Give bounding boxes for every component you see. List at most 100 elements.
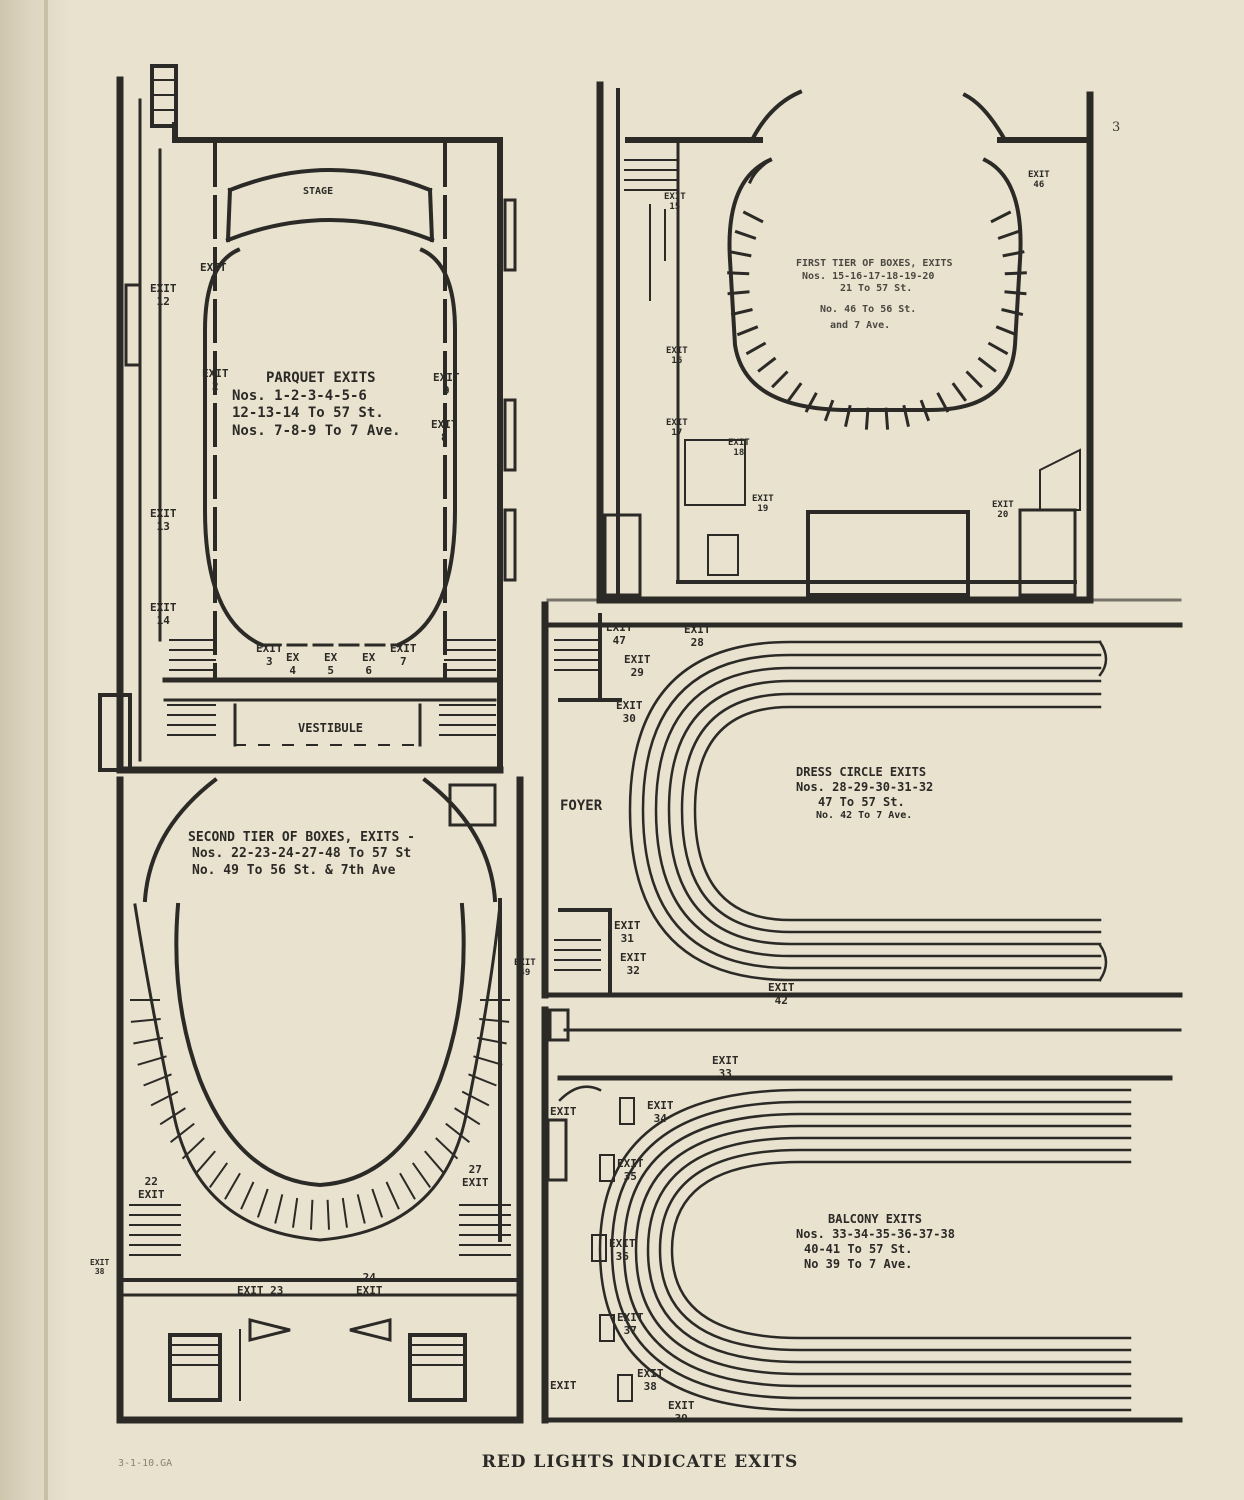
balcony-title: BALCONY EXITS <box>828 1212 922 1226</box>
box-partition <box>454 1107 481 1126</box>
balcony-line: 40-41 To 57 St. <box>804 1242 913 1256</box>
box-partition <box>1004 290 1027 296</box>
archive-mark: 3-1-10.GA <box>118 1458 173 1469</box>
dress-circle-line: Nos. 28-29-30-31-32 <box>796 780 934 794</box>
first-tier-legend: FIRST TIER OF BOXES, EXITS Nos. 15-16-17… <box>796 258 953 333</box>
box-partition <box>823 399 835 422</box>
exit-marker: EXIT <box>550 1105 577 1118</box>
foyer-label: FOYER <box>560 798 603 814</box>
box-partition <box>473 1055 503 1066</box>
box-partition <box>194 1150 216 1175</box>
parquet-line: Nos. 7-8-9 To 7 Ave. <box>232 422 401 439</box>
box-partition <box>951 382 968 402</box>
box-partition <box>356 1194 366 1224</box>
box-partition <box>468 1073 497 1087</box>
box-partition <box>169 1122 195 1143</box>
box-partition <box>479 1018 510 1023</box>
page-number: 3 <box>1112 120 1121 135</box>
box-partition <box>240 1181 255 1210</box>
second-tier-line: No. 49 To 56 St. & 7th Ave <box>192 862 396 878</box>
dress-circle-legend: DRESS CIRCLE EXITS Nos. 28-29-30-31-32 4… <box>796 765 933 823</box>
box-partition <box>729 250 752 258</box>
box-partition <box>256 1188 269 1218</box>
dress-circle-line: No. 42 To 7 Ave. <box>816 810 913 821</box>
box-partition <box>804 392 818 413</box>
box-partition <box>399 1172 416 1200</box>
box-partition <box>130 1018 161 1023</box>
second-tier-plan <box>116 776 524 1424</box>
box-partition <box>292 1197 299 1228</box>
exits-caption: RED LIGHTS INDICATE EXITS <box>481 1452 799 1472</box>
box-partition <box>326 1199 330 1230</box>
dress-circle-line: 47 To 57 St. <box>818 795 905 809</box>
dress-circle-title: DRESS CIRCLE EXITS <box>796 765 927 779</box>
box-partition <box>745 341 767 356</box>
box-partition <box>181 1137 205 1160</box>
box-partition <box>137 1055 167 1066</box>
box-partition <box>143 1073 172 1087</box>
parquet-line: Nos. 1-2-3-4-5-6 <box>232 387 367 404</box>
box-partition <box>411 1162 432 1188</box>
box-partition <box>742 210 764 224</box>
box-partition <box>734 229 757 240</box>
page-gutter <box>0 0 70 1500</box>
exit-marker: EXIT <box>550 1379 577 1392</box>
box-partition <box>310 1199 314 1230</box>
box-partition <box>844 404 852 428</box>
box-partition <box>977 356 997 373</box>
box-partition <box>987 341 1009 356</box>
first-tier-line: 21 To 57 St. <box>840 283 913 294</box>
second-tier-box-partitions <box>130 999 510 1230</box>
box-partition <box>435 1137 459 1160</box>
first-tier-plan <box>596 81 1094 604</box>
parquet-title: PARQUET EXITS <box>266 370 376 386</box>
box-partition <box>771 370 789 389</box>
box-partition <box>1001 308 1024 317</box>
box-partition <box>965 370 983 389</box>
balcony-legend: BALCONY EXITS Nos. 33-34-35-36-37-38 40-… <box>796 1212 955 1272</box>
dress-circle-plan <box>541 598 1183 999</box>
second-tier-line: Nos. 22-23-24-27-48 To 57 St <box>192 846 412 862</box>
second-tier-title: SECOND TIER OF BOXES, EXITS - <box>188 830 415 845</box>
box-partition <box>424 1150 446 1175</box>
box-partition <box>1004 271 1027 276</box>
box-partition <box>757 356 777 373</box>
box-partition <box>727 290 750 296</box>
box-partition <box>341 1197 348 1228</box>
balcony-plan <box>541 1006 1183 1424</box>
first-tier-line: Nos. 15-16-17-18-19-20 <box>802 270 935 282</box>
box-partition <box>864 407 870 430</box>
box-partition <box>919 399 931 422</box>
box-partition <box>208 1162 229 1188</box>
